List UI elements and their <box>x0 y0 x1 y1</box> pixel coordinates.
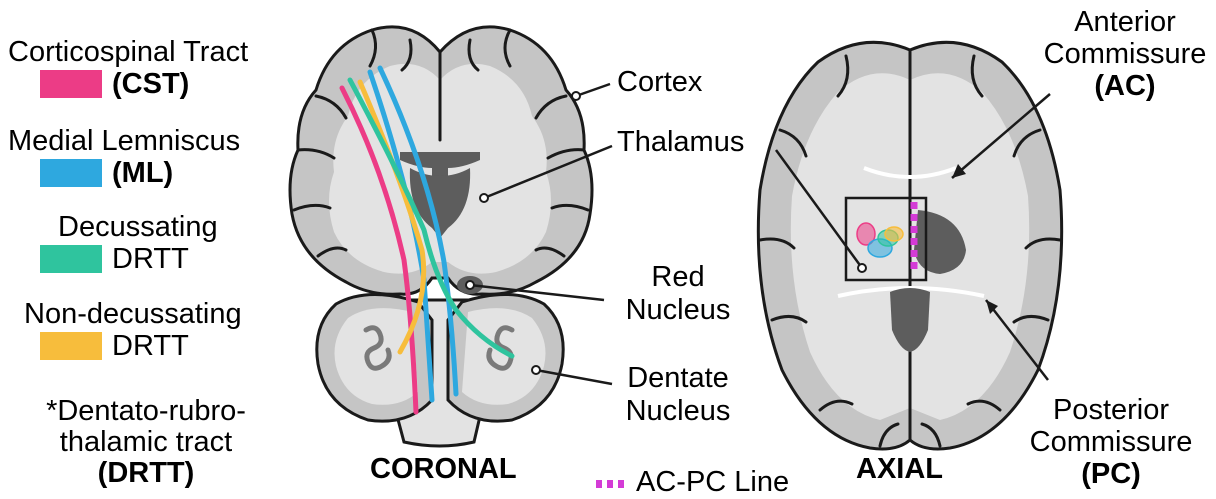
pc-label-2: Commissure <box>1016 428 1206 457</box>
red-nucleus-dot <box>466 281 474 289</box>
axial-thalamus-dot <box>858 264 866 272</box>
ac-label-2: Commissure <box>1040 40 1210 69</box>
axial-nondec-region <box>885 227 903 241</box>
cortex-label: Cortex <box>617 68 702 97</box>
dentate-label-1: Dentate <box>608 364 748 393</box>
coronal-brain <box>290 27 612 446</box>
axial-title: AXIAL <box>856 455 943 484</box>
thalamus-label: Thalamus <box>617 128 744 157</box>
thalamus-dot <box>480 194 488 202</box>
dentate-label-2: Nucleus <box>608 397 748 426</box>
coronal-title: CORONAL <box>370 455 517 484</box>
red-nucleus-label-2: Nucleus <box>608 296 748 325</box>
pc-label-3: (PC) <box>1016 460 1206 489</box>
ac-label-3: (AC) <box>1040 72 1210 101</box>
acpc-legend-label: AC-PC Line <box>636 468 789 497</box>
pc-label-1: Posterior <box>1016 396 1206 425</box>
ac-label-1: Anterior <box>1040 8 1210 37</box>
axial-brain <box>758 42 1061 449</box>
cortex-dot <box>572 92 580 100</box>
red-nucleus-label-1: Red <box>608 263 748 292</box>
dentate-dot <box>532 366 540 374</box>
